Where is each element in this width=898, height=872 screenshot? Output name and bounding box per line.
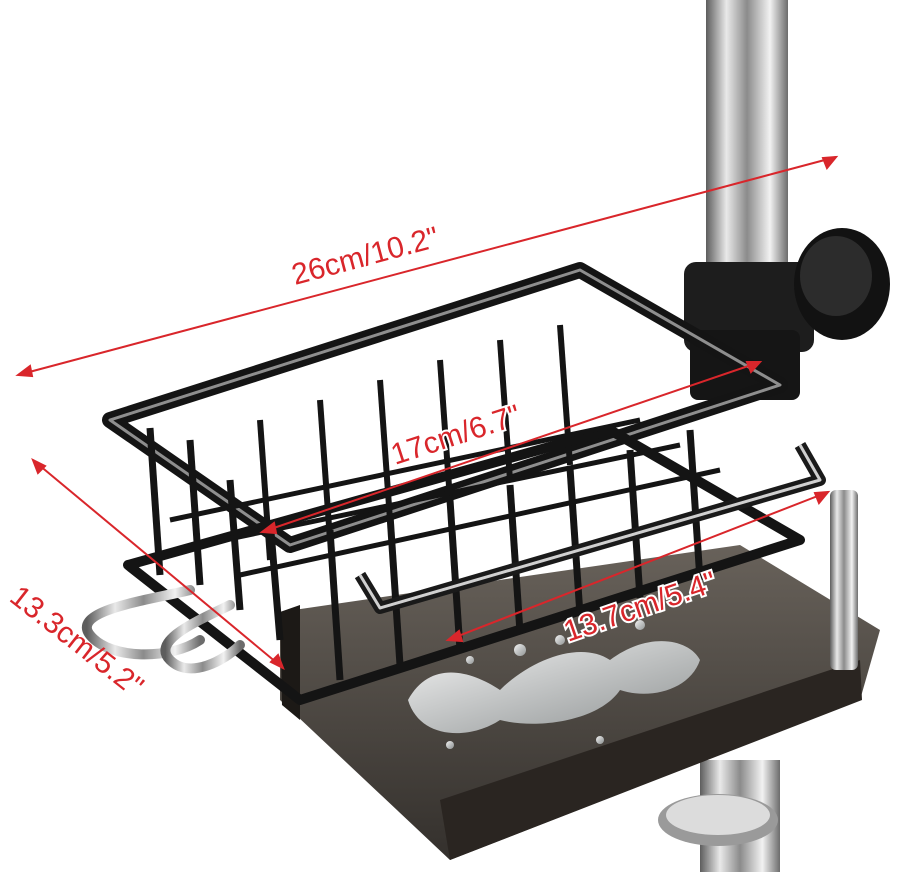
dimension-line-depth: [32, 459, 284, 669]
depth-label: 13.3cm/5.2": [4, 580, 150, 704]
dimension-line-total-width: [17, 156, 837, 376]
side-hooks: [82, 585, 245, 674]
dimension-line-basket-width: [261, 361, 761, 533]
towel-bar: [354, 442, 826, 614]
water-splash: [408, 620, 700, 749]
dimension-line-tray-width: [447, 491, 829, 641]
faucet-pipe: [658, 0, 788, 872]
dimension-lines: [15, 155, 839, 671]
sponge-basket: [102, 262, 805, 705]
total-width-label: 26cm/10.2": [288, 221, 442, 292]
